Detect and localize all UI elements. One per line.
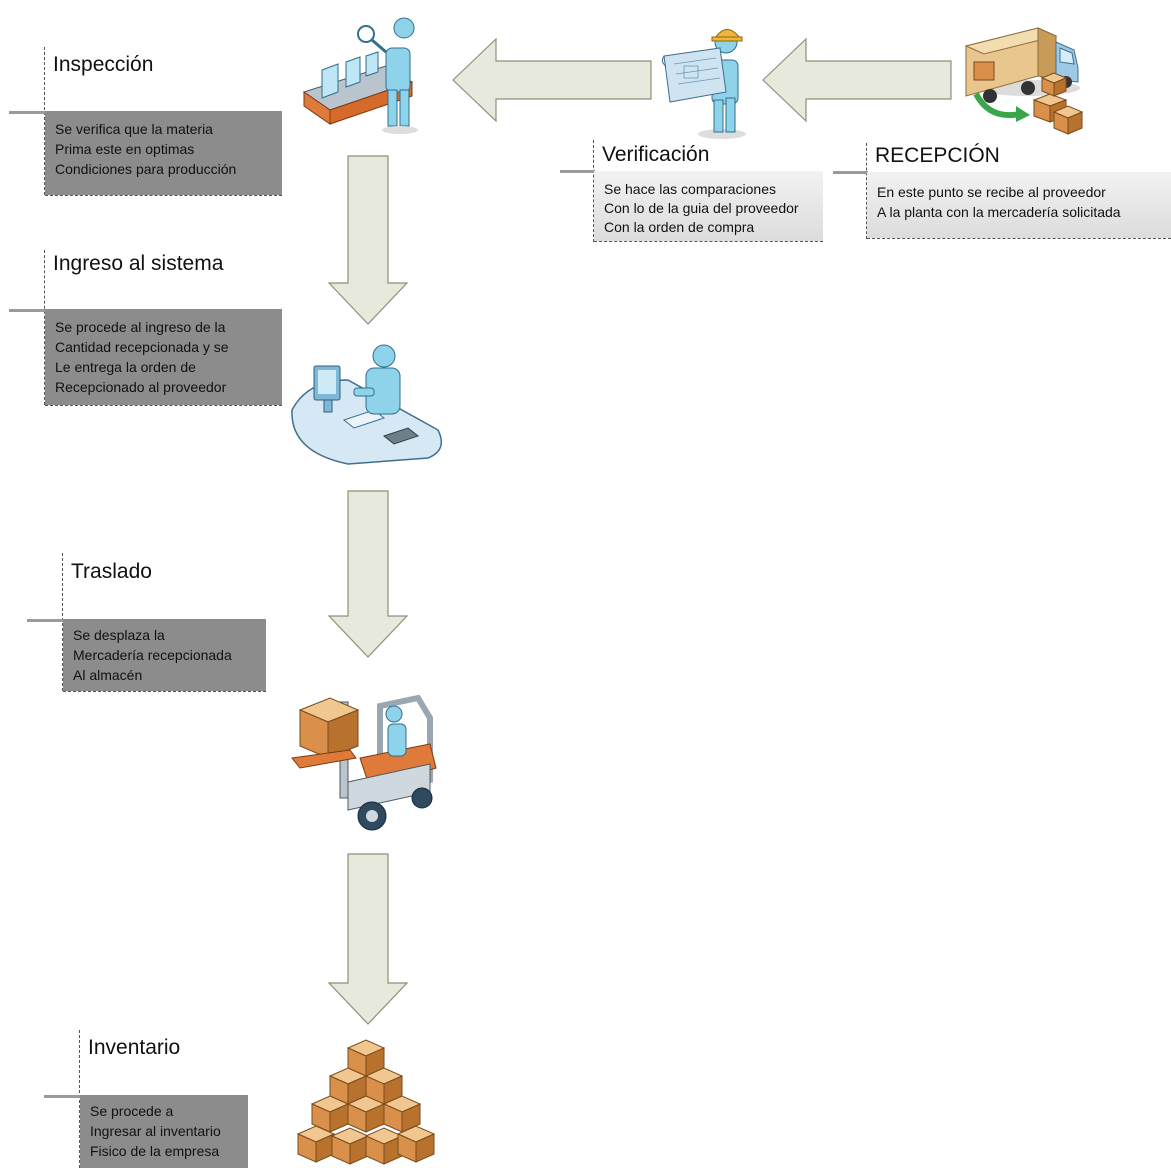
arrow-left-recepcion-to-verificacion — [762, 37, 952, 123]
inspeccion-line-1: Se verifica que la materia — [55, 121, 213, 137]
traslado-line-2: Mercadería recepcionada — [73, 647, 232, 663]
traslado-title: Traslado — [71, 560, 152, 583]
inventario-description: Se procede a Ingresar al inventario Fisi… — [80, 1095, 248, 1168]
computer-desk-icon — [291, 344, 443, 465]
ingreso-title: Ingreso al sistema — [53, 252, 224, 275]
recepcion-line-2: A la planta con la mercadería solicitada — [877, 204, 1121, 220]
verificacion-line-2: Con lo de la guia del proveedor — [604, 200, 799, 216]
forklift-icon — [291, 694, 437, 831]
arrow-down-traslado-to-inventario — [327, 853, 409, 1025]
traslado-underline — [63, 691, 266, 692]
traslado-description: Se desplaza la Mercadería recepcionada A… — [63, 619, 266, 691]
ingreso-guide-line — [44, 250, 45, 405]
truck-icon — [964, 27, 1084, 135]
arrow-down-ingreso-to-traslado — [327, 490, 409, 658]
inventario-line-1: Se procede a — [90, 1103, 174, 1119]
inventario-line-2: Ingresar al inventario — [90, 1123, 221, 1139]
inspeccion-line-3: Condiciones para producción — [55, 161, 237, 177]
recepcion-title: RECEPCIÓN — [875, 144, 1000, 167]
verificacion-description: Se hace las comparaciones Con lo de la g… — [594, 171, 823, 241]
traslado-line-1: Se desplaza la — [73, 627, 165, 643]
inventario-line-3: Fisico de la empresa — [90, 1143, 220, 1159]
traslado-line-3: Al almacén — [73, 667, 143, 683]
recepcion-tick — [833, 171, 868, 174]
inspeccion-line-2: Prima este en optimas — [55, 141, 195, 157]
ingreso-line-2: Cantidad recepcionada y se — [55, 339, 229, 355]
traslado-guide-line — [62, 553, 63, 691]
ingreso-description: Se procede al ingreso de la Cantidad rec… — [45, 309, 282, 405]
recepcion-line-1: En este punto se recibe al proveedor — [877, 184, 1106, 200]
inspeccion-description: Se verifica que la materia Prima este en… — [45, 111, 282, 195]
verificacion-tick — [560, 170, 595, 173]
inventario-guide-line — [79, 1030, 80, 1168]
box-pile-icon — [297, 1039, 435, 1165]
verificacion-title: Verificación — [602, 143, 710, 166]
worker-blueprint-icon — [661, 29, 746, 139]
traslado-tick — [27, 619, 63, 622]
verificacion-guide-line — [593, 140, 594, 242]
inventario-title: Inventario — [88, 1036, 181, 1059]
arrow-down-inspeccion-to-ingreso — [327, 155, 409, 325]
ingreso-line-1: Se procede al ingreso de la — [55, 319, 226, 335]
inspeccion-underline — [45, 195, 282, 196]
recepcion-description: En este punto se recibe al proveedor A l… — [867, 172, 1171, 238]
verificacion-underline — [594, 241, 823, 242]
recepcion-guide-line — [866, 143, 867, 239]
inspeccion-title: Inspección — [53, 53, 154, 76]
inspeccion-guide-line — [44, 47, 45, 195]
ingreso-line-3: Le entrega la orden de — [55, 359, 196, 375]
ingreso-tick — [9, 309, 45, 312]
arrow-left-verificacion-to-inspeccion — [452, 37, 652, 123]
inspeccion-tick — [9, 111, 45, 114]
inspector-conveyor-icon — [302, 17, 418, 134]
ingreso-line-4: Recepcionado al proveedor — [55, 379, 227, 395]
recepcion-underline — [867, 238, 1171, 239]
verificacion-line-1: Se hace las comparaciones — [604, 181, 776, 197]
ingreso-underline — [45, 405, 282, 406]
inventario-tick — [44, 1095, 80, 1098]
verificacion-line-3: Con la orden de compra — [604, 219, 755, 235]
